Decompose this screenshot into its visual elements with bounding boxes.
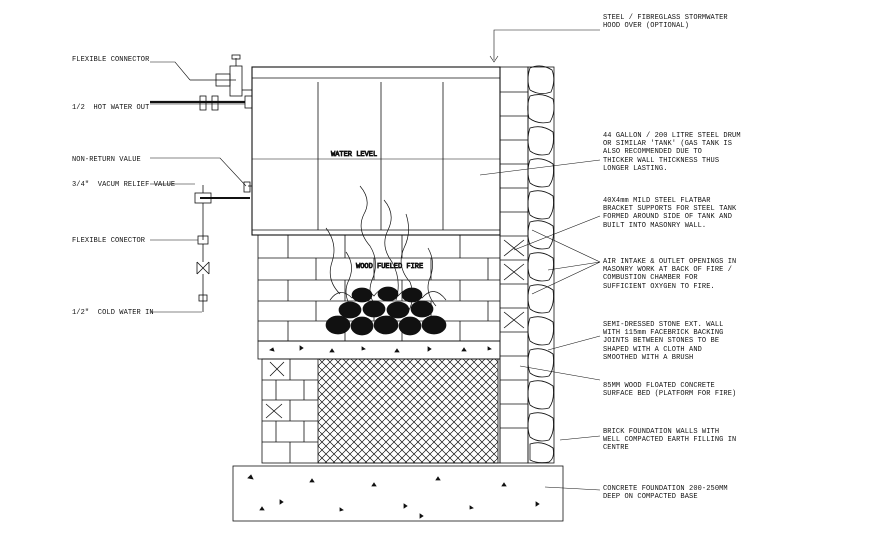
concrete-foundation-label: CONCRETE FOUNDATION 200-250MM DEEP ON CO… (603, 485, 728, 502)
wood-fire-label: WOOD FUELED FIRE (356, 263, 423, 271)
steel-drum-label: 44 GALLON / 200 LITRE STEEL DRUM OR SIMI… (603, 132, 741, 173)
pipework (150, 54, 253, 313)
cold-water-in-label: 1/2" COLD WATER IN (72, 309, 154, 317)
brick-foundation (261, 358, 501, 464)
stone-wall-label: SEMI-DRESSED STONE EXT. WALL WITH 115mm … (603, 321, 724, 362)
wood-fire (325, 185, 447, 336)
air-intake-label: AIR INTAKE & OUTLET OPENINGS IN MASONRY … (603, 258, 737, 291)
vacuum-relief-valve-label: 3/4" VACUM RELIEF VALUE (72, 181, 176, 189)
concrete-bed-label: 85MM WOOD FLOATED CONCRETE SURFACE BED (… (603, 382, 737, 399)
non-return-valve-label: NON-RETURN VALUE (72, 156, 141, 164)
stone-wall (527, 65, 555, 464)
facebrick-column (499, 66, 529, 464)
leader-lines (150, 29, 601, 491)
flexible-connector-bottom-label: FLEXIBLE CONECTOR (72, 237, 146, 245)
hood-label: STEEL / FIBREGLASS STORMWATER HOOD OVER … (603, 14, 728, 31)
water-level-label: WATER LEVEL (331, 151, 377, 159)
brick-foundation-label: BRICK FOUNDATION WALLS WITH WELL COMPACT… (603, 428, 737, 453)
concrete-foundation (232, 465, 564, 522)
flatbar-bracket-label: 40X4mm MILD STEEL FLATBAR BRACKET SUPPOR… (603, 197, 737, 230)
flexible-connector-top-label: FLEXIBLE CONNECTOR (72, 56, 150, 64)
concrete-surface-bed (257, 340, 501, 360)
hot-water-out-label: 1/2 HOT WATER OUT (72, 104, 150, 112)
